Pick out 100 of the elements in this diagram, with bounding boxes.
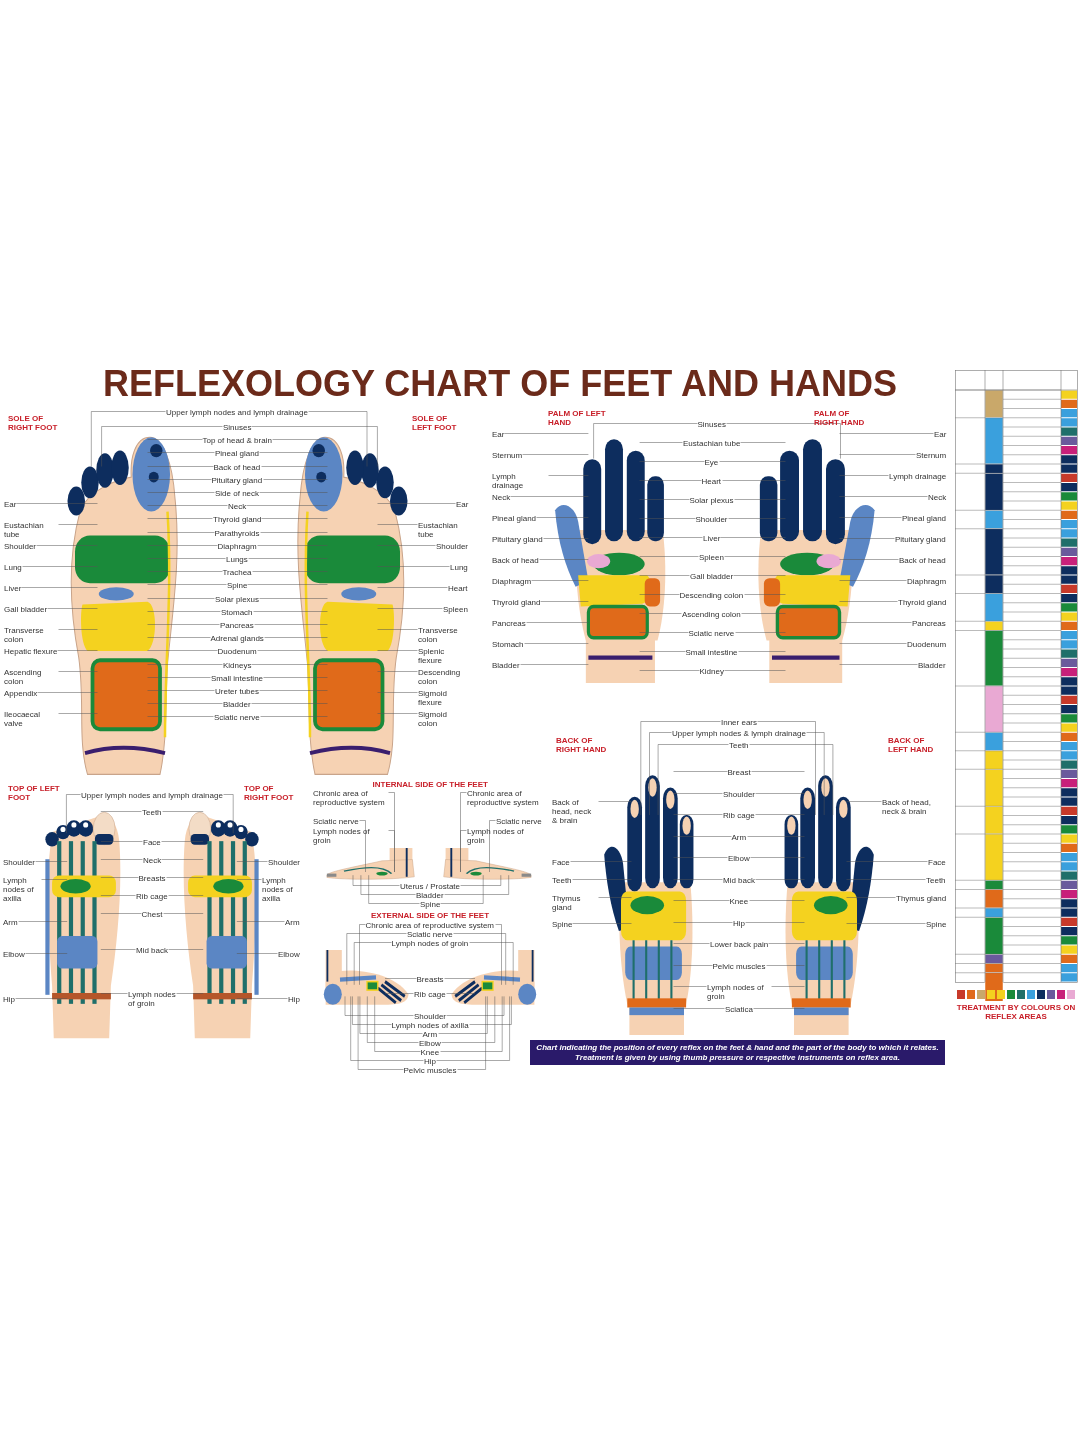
leader-line xyxy=(673,1008,725,1009)
leader-line xyxy=(639,442,683,443)
organ-label: Breast xyxy=(727,768,751,777)
organ-label: Neck xyxy=(492,493,511,502)
leader-line xyxy=(101,426,223,467)
leader-line xyxy=(166,877,204,878)
organ-label: Lymph drainage xyxy=(889,472,947,481)
organ-label: Descending colon xyxy=(418,668,468,686)
organ-label: Hip xyxy=(288,995,300,1004)
leader-line xyxy=(639,651,686,652)
leader-line xyxy=(673,965,713,966)
leader-line xyxy=(735,632,786,633)
leader-line xyxy=(453,933,506,986)
section-heading: TREATMENT BY COLOURS ON REFLEX AREAS xyxy=(955,1003,1077,1021)
organ-label: Teeth xyxy=(729,741,749,750)
organ-label: Ileocaecal valve xyxy=(4,710,58,728)
leader-line xyxy=(526,622,589,623)
organ-label: Diaphragm xyxy=(492,577,532,586)
leader-line xyxy=(436,996,510,1061)
organ-label: Shoulder xyxy=(268,858,301,867)
leader-line xyxy=(750,857,805,858)
leader-line xyxy=(261,466,328,467)
leader-line xyxy=(733,575,786,576)
organ-label: Face xyxy=(552,858,570,867)
organ-label: Bladder xyxy=(416,891,444,900)
leader-line xyxy=(147,650,218,651)
leader-line xyxy=(147,558,226,559)
organ-label: Sciatic nerve xyxy=(214,713,260,723)
organ-label: Small intestine xyxy=(685,648,738,657)
leader-line xyxy=(223,794,234,834)
leader-line xyxy=(15,998,68,999)
leader-line xyxy=(25,953,68,954)
leader-line xyxy=(846,923,926,924)
leader-line xyxy=(839,580,907,581)
leader-line xyxy=(66,794,81,834)
organ-label: Stomach xyxy=(221,607,253,617)
organ-label: Shoulder xyxy=(436,542,469,551)
leader-line xyxy=(639,670,700,671)
leader-line xyxy=(745,922,805,923)
organ-label: Pituitary gland xyxy=(211,475,263,485)
leader-line xyxy=(444,978,476,979)
leader-line xyxy=(374,996,421,1052)
leader-line xyxy=(839,454,916,455)
organ-label: Duodenum xyxy=(907,640,947,649)
organ-label: Duodenum xyxy=(217,647,257,657)
organ-label: Sciatic nerve xyxy=(407,930,453,939)
leader-line xyxy=(388,830,395,873)
leader-line xyxy=(100,811,142,812)
leader-line xyxy=(58,524,98,525)
leader-line xyxy=(168,949,204,950)
leader-line xyxy=(598,801,632,802)
leader-line xyxy=(259,492,328,493)
organ-label: Eustachian tube xyxy=(683,439,741,448)
organ-label: Arm xyxy=(731,832,747,842)
organ-label: Uterus / Prostate xyxy=(400,882,461,891)
leader-line xyxy=(460,830,467,873)
leader-line xyxy=(510,496,589,497)
organ-label: Mid back xyxy=(136,946,168,955)
organ-label: Stomach xyxy=(492,640,524,649)
leader-line xyxy=(734,499,786,500)
leader-line xyxy=(263,677,328,678)
organ-label: Ascending colon xyxy=(682,610,741,619)
leader-line xyxy=(846,801,882,802)
panel-heading: EXTERNAL SIDE OF THE FEET xyxy=(371,911,490,920)
leader-line xyxy=(357,996,404,1070)
organ-label: Diaphragm xyxy=(907,577,947,586)
organ-label: Elbow xyxy=(728,854,750,863)
leader-line xyxy=(147,624,220,625)
leader-line xyxy=(751,771,805,772)
organ-label: Bladder xyxy=(492,661,520,670)
leader-line xyxy=(253,611,328,612)
leader-line xyxy=(359,924,366,986)
leader-line xyxy=(738,651,786,652)
organ-label: Heart xyxy=(448,584,468,593)
organ-label: Trachea xyxy=(222,568,252,578)
leader-line xyxy=(359,996,423,1034)
leader-line xyxy=(489,820,496,873)
caption-banner: Chart indicating the position of every reflex on the feet & hand and the part of the body to which it relates. Treatment is given by using thumb pressure or respective instruments on reflex area. xyxy=(530,1040,945,1065)
leader-line xyxy=(236,921,285,922)
leader-line xyxy=(272,439,328,440)
leader-line xyxy=(147,452,215,453)
leader-line xyxy=(572,879,632,880)
leader-line xyxy=(839,538,895,539)
organ-label: Ear xyxy=(456,500,469,509)
leader-line xyxy=(377,587,448,588)
leader-line xyxy=(254,624,328,625)
leader-line xyxy=(755,879,805,880)
leader-line xyxy=(531,580,589,581)
leader-line xyxy=(91,411,166,467)
organ-label: Appendix xyxy=(4,689,38,698)
leader-line xyxy=(495,924,502,986)
organ-label: Ear xyxy=(4,500,17,509)
organ-label: Upper lymph nodes and lymph drainage xyxy=(81,791,223,800)
leader-line xyxy=(251,426,378,467)
leader-line xyxy=(263,479,328,480)
leader-line xyxy=(639,461,705,462)
organ-label: Rib cage xyxy=(723,811,755,820)
panel-heading: TOP OF RIGHT FOOT xyxy=(244,784,295,802)
organ-label: Pancreas xyxy=(912,619,946,628)
organ-label: Teeth xyxy=(926,876,946,885)
